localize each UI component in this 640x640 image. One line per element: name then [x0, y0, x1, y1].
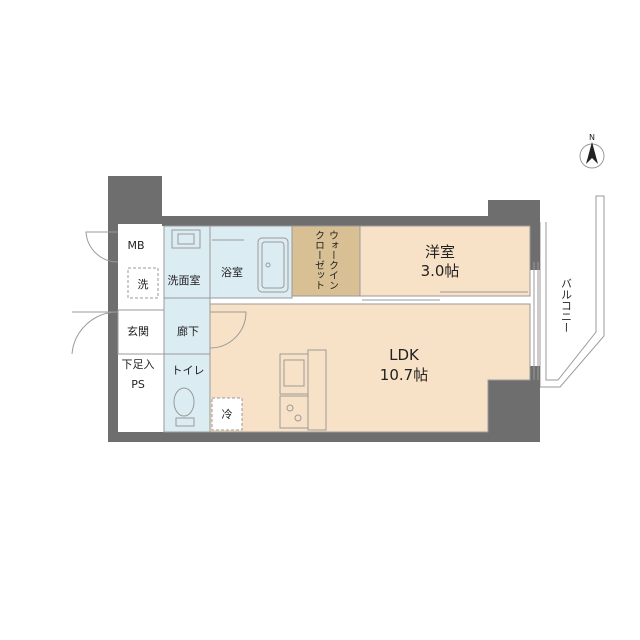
hallway-label: 廊下	[177, 324, 199, 338]
fridge-label: 冷	[222, 408, 233, 421]
bedroom-name: 洋室	[425, 243, 455, 261]
toilet-floor	[163, 353, 211, 433]
ldk-name: LDK	[389, 346, 420, 364]
room-floors	[117, 225, 531, 433]
mb-label: MB	[127, 239, 144, 252]
bathtub-icon	[257, 237, 289, 293]
shoe-box-label: 下足入	[122, 358, 155, 371]
doors	[71, 231, 539, 380]
fridge-space	[211, 397, 243, 431]
north-label: N	[589, 133, 595, 142]
toilet-label: トイレ	[172, 364, 205, 377]
ps-label: PS	[131, 378, 145, 391]
bedroom-sliding-door	[360, 291, 530, 301]
ldk-size: 10.7帖	[380, 366, 428, 384]
bath-label: 浴室	[221, 265, 243, 279]
north-arrow-icon	[579, 142, 605, 169]
ldk-floor	[209, 303, 531, 433]
fixtures	[127, 229, 327, 431]
closet-label-line2: クローゼット	[313, 230, 325, 290]
counter	[307, 349, 327, 431]
closet-label-line1: ウォークイン	[327, 230, 339, 290]
closet-floor	[291, 225, 361, 297]
washroom-floor	[163, 225, 211, 299]
sink-icon	[171, 229, 201, 249]
washer-space	[127, 267, 159, 299]
entrance-label: 玄関	[127, 324, 149, 338]
bedroom-floor	[359, 225, 531, 297]
bedroom-size: 3.0帖	[421, 262, 460, 280]
mb-door	[85, 231, 119, 263]
balcony-label: バルコニー	[560, 278, 573, 333]
entrance-floor	[117, 309, 165, 355]
washer-label: 洗	[138, 278, 149, 291]
bath-floor	[209, 225, 293, 299]
entrance-door	[71, 311, 119, 355]
hall-door	[209, 311, 247, 349]
washroom-label: 洗面室	[168, 273, 201, 287]
balcony-window	[533, 262, 539, 380]
toilet-bowl-icon	[173, 387, 195, 417]
balcony-area	[539, 195, 605, 388]
